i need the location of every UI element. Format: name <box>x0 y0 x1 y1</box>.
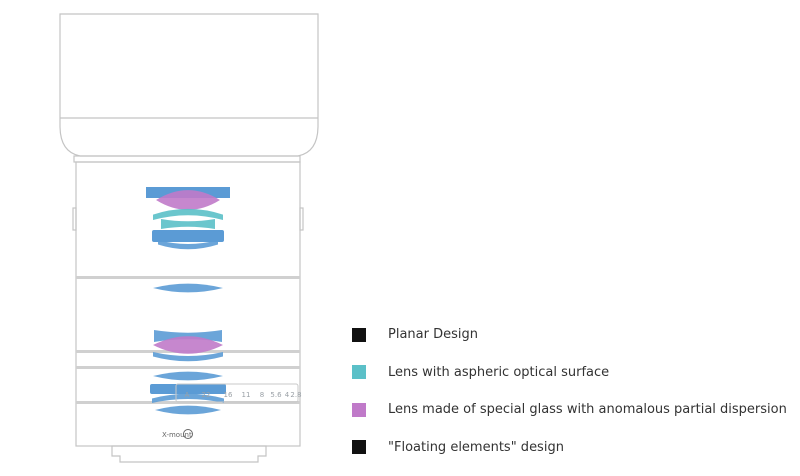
legend: Planar Design Lens with aspheric optical… <box>352 316 792 466</box>
legend-label: Lens made of special glass with anomalou… <box>388 402 787 418</box>
rear-lens-element <box>153 352 223 362</box>
legend-swatch <box>352 327 366 342</box>
aperture-scale-mark: 2.8 <box>290 391 301 399</box>
barrel-ring-band <box>76 366 300 369</box>
mount-marking: X-mount <box>162 429 193 439</box>
rear-lens-element <box>152 393 224 403</box>
legend-item-floating: "Floating elements" design <box>352 429 792 467</box>
aperture-scale-mark: 16 <box>224 391 233 399</box>
special-glass-lens-element <box>156 190 220 210</box>
planar-lens-element <box>158 240 218 250</box>
legend-item-aspheric: Lens with aspheric optical surface <box>352 354 792 392</box>
legend-label: Lens with aspheric optical surface <box>388 364 610 380</box>
mount-release-button <box>183 429 193 439</box>
aperture-scale-mark: 5.6 <box>270 391 282 399</box>
aspheric-lens-element <box>161 219 215 229</box>
aperture-ring-frame <box>175 383 299 403</box>
mount-flange <box>111 445 267 463</box>
hood-base-ring <box>73 155 301 163</box>
barrel-ring-band <box>76 276 300 279</box>
mount-label: X-mount <box>162 431 192 439</box>
legend-swatch <box>352 402 366 417</box>
barrel-nub-right <box>299 207 304 231</box>
lens-hood <box>59 13 319 157</box>
legend-label: Planar Design <box>388 327 478 343</box>
rear-lens-element <box>150 384 226 394</box>
rear-lens-element <box>155 405 221 415</box>
aperture-scale-mark: 4 <box>285 391 290 399</box>
aperture-scale-mark: A <box>185 391 190 399</box>
legend-label: "Floating elements" design <box>388 439 564 455</box>
rear-lens-element <box>153 371 223 381</box>
lens-barrel-outline <box>59 13 319 463</box>
legend-swatch <box>352 365 366 380</box>
aperture-scale-mark: 11 <box>242 391 251 399</box>
legend-item-special-glass: Lens made of special glass with anomalou… <box>352 391 792 429</box>
aperture-scale-mark: 22 <box>202 391 211 399</box>
floating-lens-element <box>153 283 223 293</box>
aperture-scale-mark: 8 <box>260 391 264 399</box>
planar-lens-element <box>152 230 224 242</box>
lens-elements <box>146 187 230 415</box>
legend-swatch <box>352 440 366 455</box>
aspheric-lens-element <box>153 208 223 220</box>
barrel-nub-left <box>72 207 77 231</box>
special-glass-lens-element <box>153 336 223 354</box>
legend-item-planar: Planar Design <box>352 316 792 354</box>
